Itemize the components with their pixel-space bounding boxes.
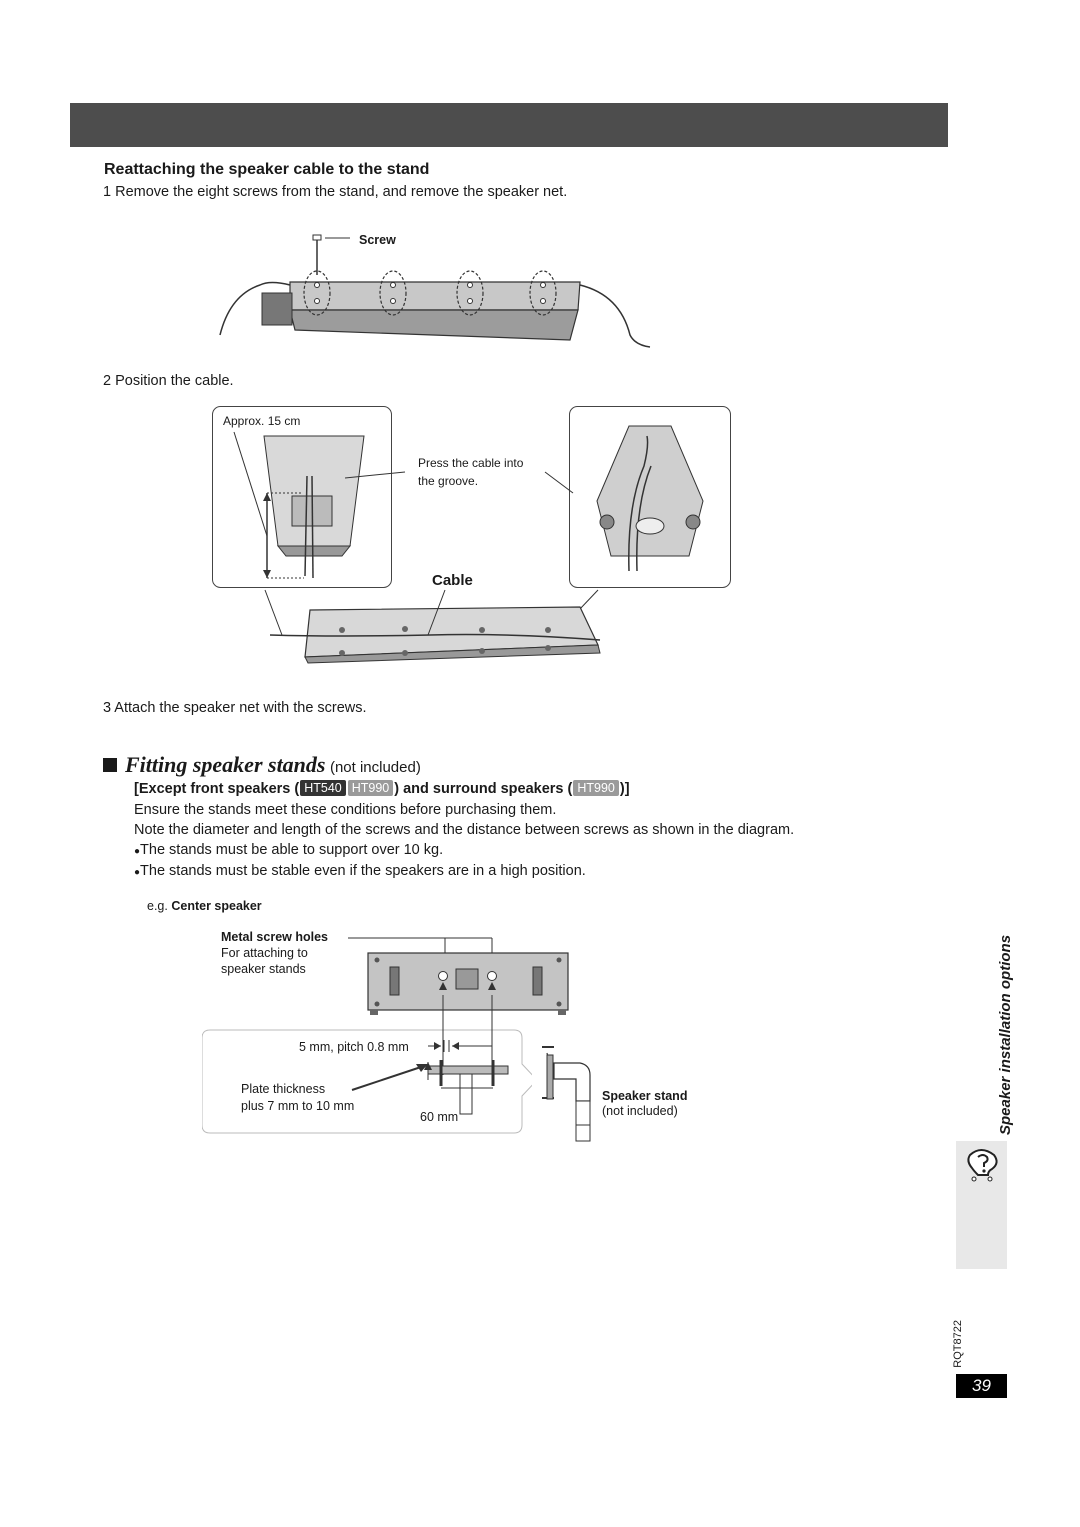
badge-ht540: HT540 xyxy=(300,780,346,796)
cable-groove-box xyxy=(569,406,731,588)
screw-detail-box xyxy=(202,1020,532,1134)
fitting-title: Fitting speaker stands xyxy=(125,752,326,777)
except-middle: ) and surround speakers ( xyxy=(394,781,573,797)
badge-ht990-front: HT990 xyxy=(347,780,394,796)
plate-line1: Plate thickness xyxy=(241,1082,326,1096)
plate-line2: plus 7 mm to 10 mm xyxy=(241,1099,355,1113)
screw-label: Screw xyxy=(359,233,396,247)
bullet-1: ●The stands must be able to support over… xyxy=(134,840,443,862)
side-tab xyxy=(956,1141,1007,1269)
bullet-2: ●The stands must be stable even if the s… xyxy=(134,861,586,883)
document-code: RQT8722 xyxy=(952,1320,964,1368)
fitting-note: (not included) xyxy=(329,759,421,776)
cable-label: Cable xyxy=(432,572,473,589)
stand-screws-illustration xyxy=(219,234,651,348)
eg-prefix: e.g. xyxy=(147,899,168,913)
side-section-label: Speaker installation options xyxy=(997,934,1014,1135)
step-2-text: 2 Position the cable. xyxy=(103,373,234,389)
except-prefix: [Except front speakers ( xyxy=(134,781,300,797)
header-bar xyxy=(70,103,948,147)
eg-line: e.g. Center speaker xyxy=(147,899,262,913)
speaker-stand-illustration xyxy=(542,1046,591,1142)
question-help-icon xyxy=(967,1149,998,1182)
bullet-icon: ● xyxy=(134,846,141,857)
for-attaching-line1: For attaching to xyxy=(221,946,308,960)
except-suffix: )] xyxy=(619,781,630,797)
press-label-line2: the groove. xyxy=(418,474,479,488)
metal-holes-label: Metal screw holes xyxy=(221,930,328,944)
speaker-stand-label: Speaker stand xyxy=(602,1089,688,1103)
ensure-text: Ensure the stands meet these conditions … xyxy=(134,802,557,818)
approx-label: Approx. 15 cm xyxy=(223,414,301,428)
fitting-note-text: not included xyxy=(334,759,416,776)
section-marker xyxy=(103,758,117,772)
bullet-icon: ● xyxy=(134,867,141,878)
press-label-line1: Press the cable into xyxy=(418,456,524,470)
bullet-1-text: The stands must be able to support over … xyxy=(140,842,444,858)
note-text: Note the diameter and length of the scre… xyxy=(134,822,795,838)
speaker-stand-note: (not included) xyxy=(602,1104,678,1118)
badge-ht990-surround: HT990 xyxy=(573,780,619,796)
pitch-label: 5 mm, pitch 0.8 mm xyxy=(299,1040,409,1054)
sixty-mm-label: 60 mm xyxy=(420,1110,459,1124)
stand-with-cable-illustration xyxy=(264,589,601,664)
center-speaker-illustration xyxy=(348,937,569,1020)
cable-length-box xyxy=(212,406,392,588)
section-title: Reattaching the speaker cable to the sta… xyxy=(104,161,430,178)
eg-label: Center speaker xyxy=(171,899,262,913)
press-leader-lines xyxy=(345,471,574,494)
page-number: 39 xyxy=(956,1374,1007,1398)
bullet-2-text: The stands must be stable even if the sp… xyxy=(140,863,586,879)
fitting-heading: Fitting speaker stands (not included) xyxy=(103,752,421,778)
step-1-text: 1 Remove the eight screws from the stand… xyxy=(103,184,568,200)
for-attaching-line2: speaker stands xyxy=(221,962,306,976)
step-3-text: 3 Attach the speaker net with the screws… xyxy=(103,700,367,716)
